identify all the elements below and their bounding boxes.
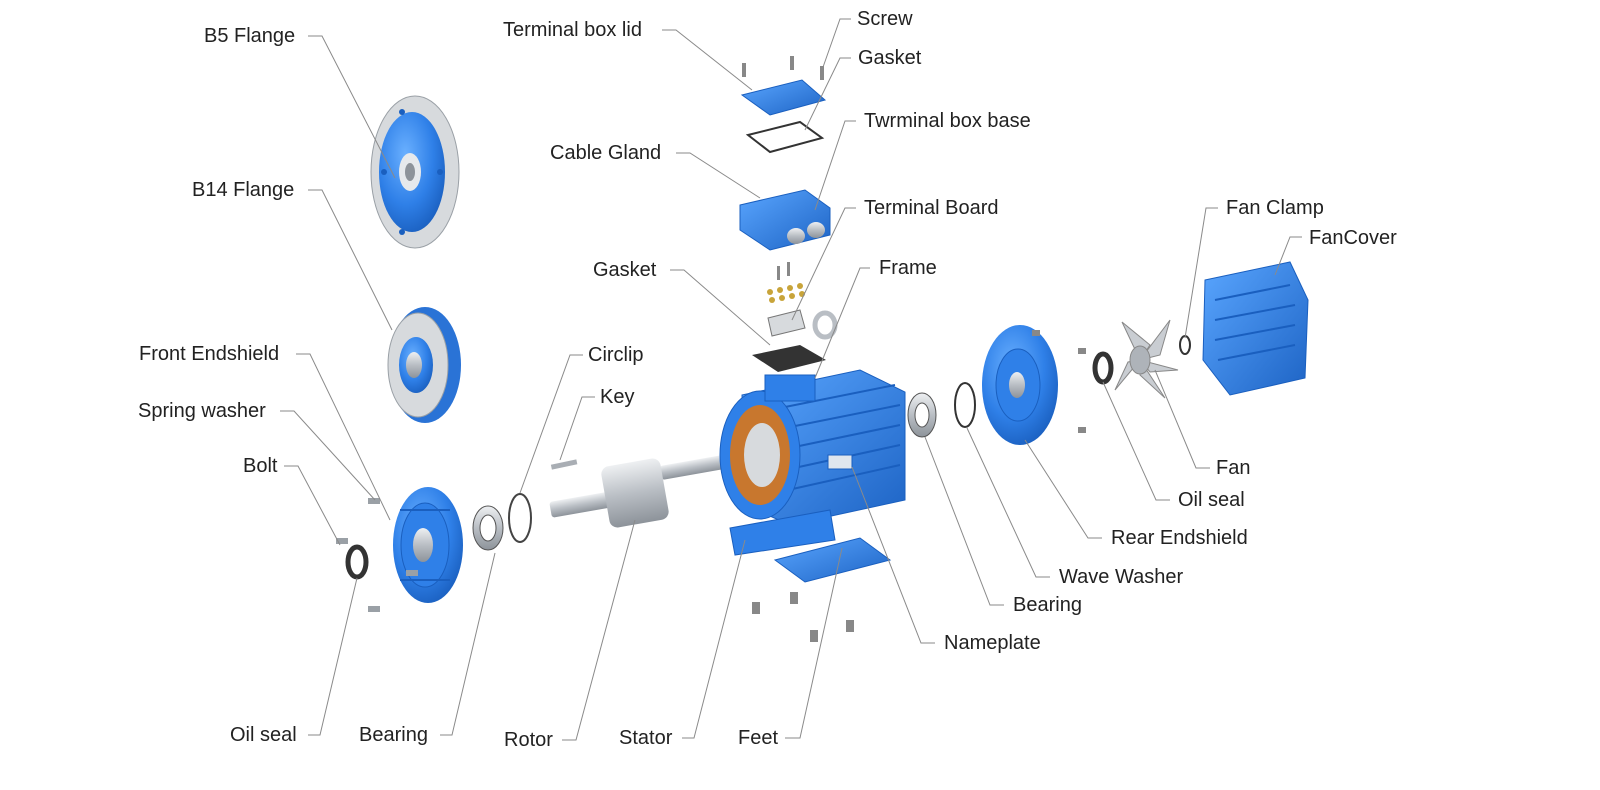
label-terminal-board: Terminal Board [864,197,999,219]
front-fasteners [336,498,418,612]
rear-oil-seal-part [1092,351,1114,385]
label-front-endshield: Front Endshield [139,343,280,365]
label-key: Key [600,386,635,408]
label-bearing-front: Bearing [359,724,428,746]
b5-flange-part [370,95,460,249]
fan-cover-part [1202,261,1309,396]
label-fan-cover: FanCover [1309,227,1397,249]
label-spring-washer: Spring washer [138,400,266,422]
label-stator: Stator [619,727,673,749]
label-cable-gland: Cable Gland [550,142,662,164]
label-b5-flange: B5 Flange [204,25,296,47]
label-frame: Frame [879,257,937,279]
label-screw: Screw [857,8,913,30]
leader-lines [280,18,1302,741]
frame-part [719,310,906,556]
label-fan-clamp: Fan Clamp [1226,197,1324,219]
label-gasket-top: Gasket [858,47,922,69]
fan-clamp-part [1179,335,1191,355]
label-gasket-board: Gasket [593,259,657,281]
circlip-part [508,493,532,543]
label-bolt: Bolt [243,455,278,477]
b14-flange-part [387,307,461,423]
label-rotor: Rotor [504,729,553,751]
feet-part [752,537,892,642]
wave-washer-part [954,382,976,428]
front-endshield-part [393,487,463,603]
label-circlip: Circlip [588,344,644,366]
label-fan: Fan [1216,457,1251,479]
nameplate-part [827,454,853,470]
rear-endshield-part [982,325,1086,445]
label-oil-seal-front: Oil seal [230,724,297,746]
fan-part [1114,319,1179,399]
lifting-eye [812,310,838,340]
rear-bearing-part [907,392,937,438]
label-bearing-rear: Bearing [1013,594,1082,616]
rotor-part [549,454,731,528]
label-b14-flange: B14 Flange [192,179,295,201]
label-nameplate: Nameplate [944,632,1041,654]
label-wave-washer: Wave Washer [1059,566,1184,588]
label-feet: Feet [738,727,779,749]
label-oil-seal-rear: Oil seal [1178,489,1245,511]
key-part [550,459,578,470]
terminal-box-assembly [739,56,831,372]
label-rear-endshield: Rear Endshield [1111,527,1248,549]
label-terminal-box-lid: Terminal box lid [503,19,642,41]
front-bearing-part [472,505,504,551]
label-terminal-box-base: Twrminal box base [864,110,1031,132]
